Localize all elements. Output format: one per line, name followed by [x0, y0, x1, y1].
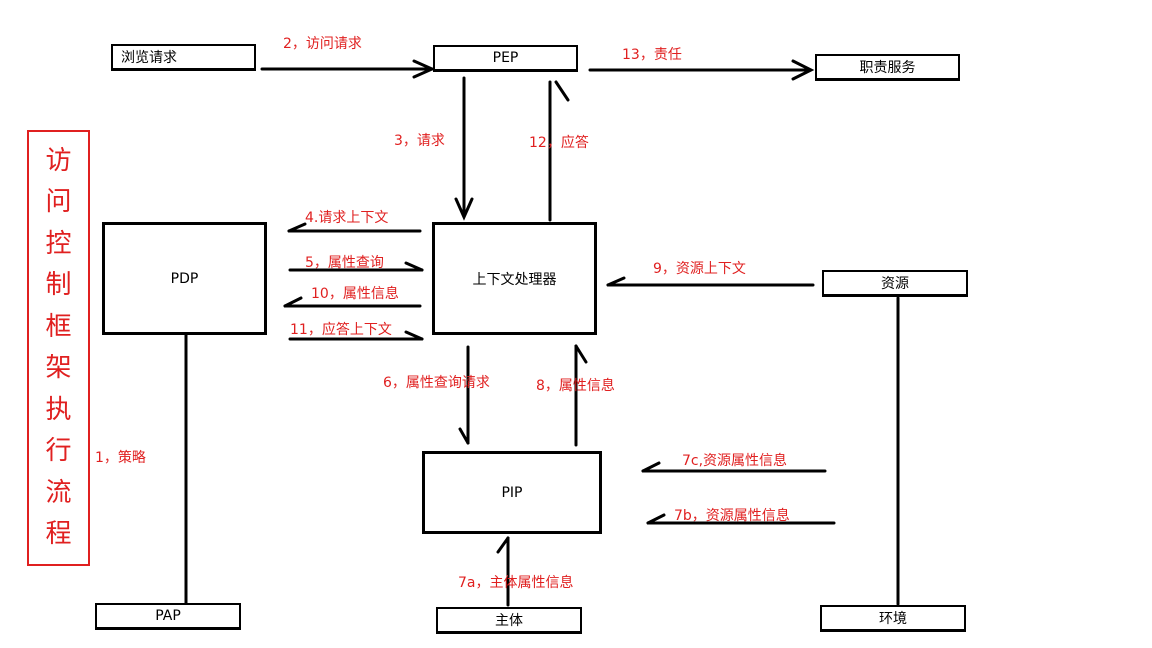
label-request-context: 4.请求上下文: [305, 210, 389, 226]
title-char: 问: [45, 187, 72, 217]
arrowhead: [606, 276, 626, 287]
title-char: 制: [45, 270, 72, 300]
label-attribute-query-request: 6，属性查询请求: [383, 375, 490, 391]
title-char: 执: [45, 394, 72, 425]
label-obligation: 13，责任: [622, 47, 682, 63]
label-resource-context: 9，资源上下文: [653, 261, 746, 277]
node-pep: PEP: [433, 45, 578, 72]
arrowhead: [404, 330, 424, 341]
label-response: 12，应答: [529, 135, 589, 151]
diagram-title: 访 问 控 制 框 架 执 行 流 程: [27, 130, 90, 566]
node-resource: 资源: [822, 270, 968, 297]
title-char: 控: [45, 228, 72, 259]
title-char: 程: [45, 519, 72, 549]
node-browse-request: 浏览请求: [111, 44, 256, 71]
label-attribute-query: 5，属性查询: [305, 255, 384, 271]
node-environment: 环境: [820, 605, 966, 632]
title-char: 框: [45, 311, 72, 342]
label-policy: 1，策略: [95, 450, 146, 466]
title-char: 行: [45, 436, 72, 466]
node-duty-service: 职责服务: [815, 54, 960, 81]
title-char: 流: [45, 477, 72, 508]
node-pdp: PDP: [102, 222, 267, 335]
arrowhead: [454, 197, 474, 221]
node-pip: PIP: [422, 451, 602, 534]
arrowhead: [496, 536, 510, 554]
label-resource-attr-7c: 7c,资源属性信息: [682, 453, 788, 469]
title-char: 架: [45, 353, 72, 383]
label-access-request: 2，访问请求: [283, 36, 362, 52]
label-response-context: 11，应答上下文: [290, 322, 392, 338]
arrowhead: [458, 427, 470, 445]
node-pap: PAP: [95, 603, 241, 630]
label-attribute-info-10: 10，属性信息: [311, 286, 399, 302]
label-attribute-info-8: 8，属性信息: [536, 378, 615, 394]
arrowhead: [554, 80, 570, 102]
arrowhead: [287, 222, 307, 233]
arrowhead: [283, 296, 303, 308]
arrowhead: [646, 513, 666, 525]
label-request: 3，请求: [394, 133, 445, 149]
label-subject-attr: 7a，主体属性信息: [458, 575, 574, 591]
arrowhead: [574, 344, 588, 364]
node-context-handler: 上下文处理器: [432, 222, 597, 335]
title-char: 访: [45, 145, 72, 176]
arrowhead: [641, 461, 661, 473]
arrowhead: [412, 59, 436, 79]
arrowhead: [404, 261, 424, 272]
node-subject: 主体: [436, 607, 582, 634]
label-resource-attr-7b: 7b，资源属性信息: [674, 508, 790, 524]
arrowhead: [791, 59, 815, 81]
